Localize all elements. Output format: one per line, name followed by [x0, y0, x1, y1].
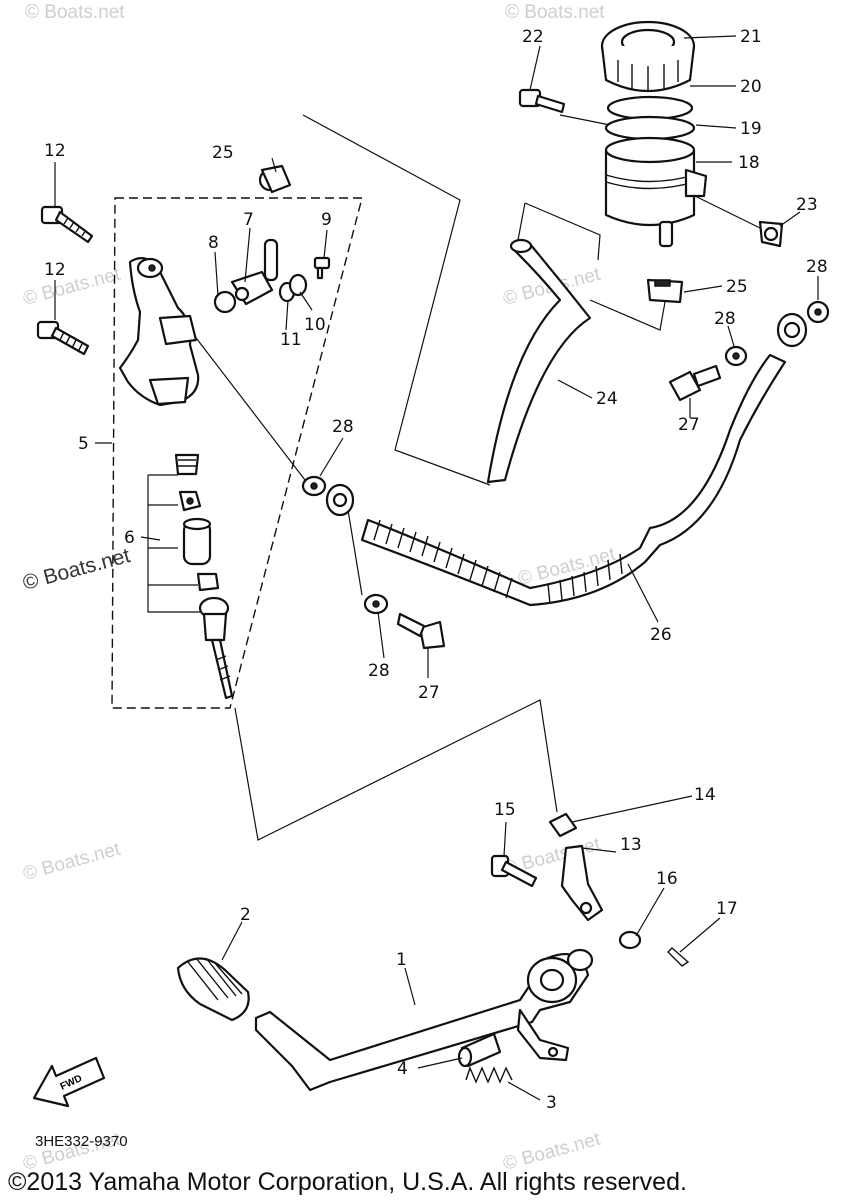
callout-19: 19 — [740, 119, 762, 139]
union-bolts-27 — [396, 364, 722, 650]
fwd-arrow: FWD — [32, 1056, 106, 1108]
callout-12b: 12 — [44, 260, 66, 280]
callout-26: 26 — [650, 625, 672, 645]
callout-27a: 27 — [678, 415, 700, 435]
clamp-25-right — [646, 278, 684, 304]
callout-24: 24 — [596, 389, 618, 409]
callout-15: 15 — [494, 800, 516, 820]
watermark-10: © Boats.net — [20, 544, 132, 595]
hose-fitting-parts — [213, 164, 331, 314]
callout-28a: 28 — [332, 417, 354, 437]
callout-28d: 28 — [806, 257, 828, 277]
callout-17: 17 — [716, 899, 738, 919]
callout-leaders — [140, 35, 819, 1101]
assembly-box — [111, 197, 363, 709]
callout-10: 10 — [304, 315, 326, 335]
callout-4: 4 — [397, 1059, 408, 1079]
collar-4 — [457, 1032, 502, 1068]
callouts: 1 2 3 4 5 6 7 8 9 10 11 12 12 13 14 15 1… — [44, 27, 828, 1113]
brake-pedal — [254, 948, 594, 1092]
callout-1: 1 — [396, 950, 407, 970]
pedal-rubber — [176, 957, 250, 1022]
clevis-parts — [490, 812, 690, 967]
watermark-6: © Boats.net — [21, 839, 123, 885]
pushrod-parts — [174, 453, 234, 700]
callout-5: 5 — [78, 434, 89, 454]
callout-13: 13 — [620, 835, 642, 855]
callout-16: 16 — [656, 869, 678, 889]
callout-22: 22 — [522, 27, 544, 47]
watermark-2: © Boats.net — [505, 2, 605, 23]
callout-8: 8 — [208, 233, 219, 253]
copyright-notice: ©2013 Yamaha Motor Corporation, U.S.A. A… — [8, 1168, 687, 1196]
bolt-22 — [518, 88, 566, 114]
callout-25b: 25 — [726, 277, 748, 297]
reservoir — [600, 20, 708, 248]
callout-23: 23 — [796, 195, 818, 215]
callout-20: 20 — [740, 77, 762, 97]
callout-28b: 28 — [368, 661, 390, 681]
diagram-code: 3HE332-9370 — [35, 1133, 128, 1150]
callout-6: 6 — [124, 528, 135, 548]
callout-21: 21 — [740, 27, 762, 47]
return-spring — [465, 1066, 513, 1084]
washers-28 — [301, 300, 830, 615]
reservoir-hose — [486, 238, 592, 484]
connection-lines — [54, 114, 761, 841]
callout-25a: 25 — [212, 143, 234, 163]
callout-7: 7 — [243, 210, 254, 230]
bolt-12-lower — [36, 320, 90, 356]
bolt-12-upper — [40, 205, 94, 244]
callout-18: 18 — [738, 153, 760, 173]
callout-12a: 12 — [44, 141, 66, 161]
callout-28c: 28 — [714, 309, 736, 329]
callout-9: 9 — [321, 210, 332, 230]
callout-3: 3 — [546, 1093, 557, 1113]
master-cylinder-body — [118, 257, 200, 407]
watermark-3: © Boats.net — [21, 264, 123, 310]
watermark-1: © Boats.net — [25, 2, 125, 23]
nut-23 — [758, 220, 784, 248]
callout-14: 14 — [694, 785, 716, 805]
callout-27b: 27 — [418, 683, 440, 703]
callout-2: 2 — [240, 905, 251, 925]
brake-hose — [325, 312, 808, 607]
callout-11: 11 — [280, 330, 302, 350]
